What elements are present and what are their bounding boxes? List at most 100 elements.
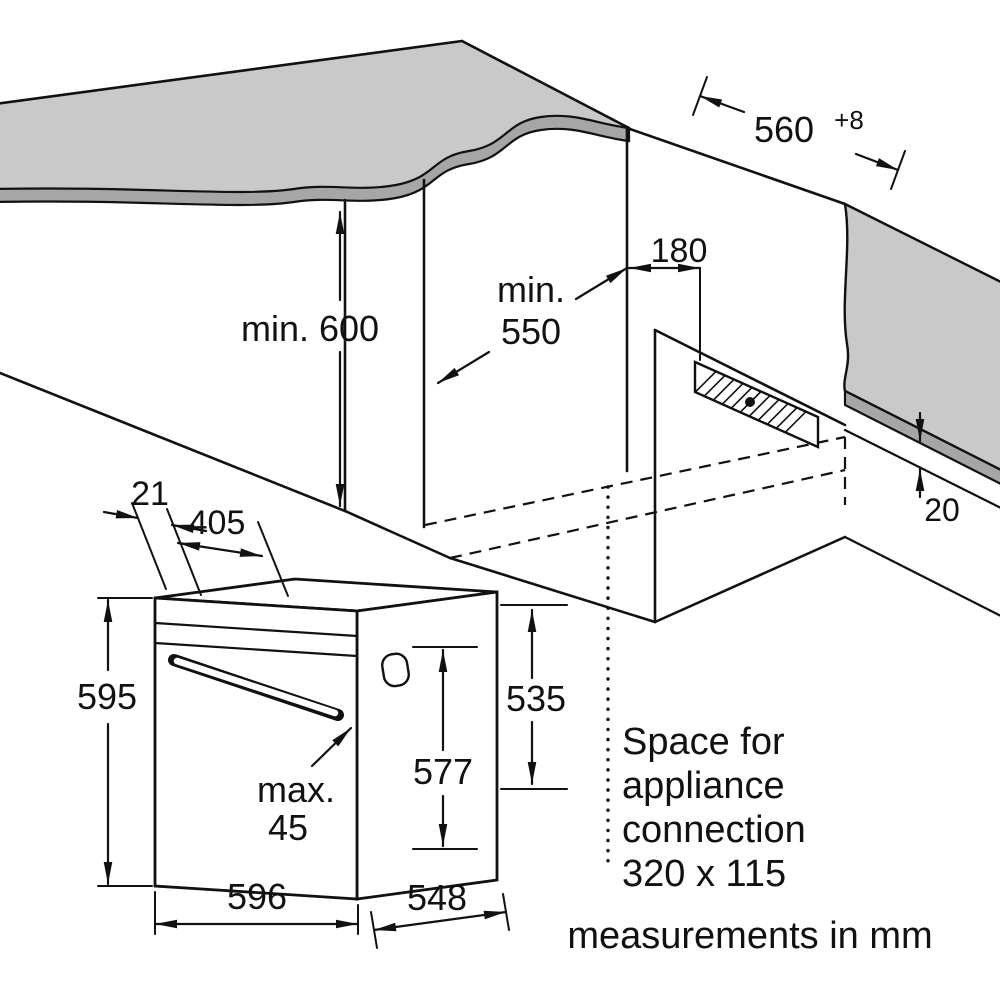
arrowhead bbox=[239, 548, 262, 557]
countertop-right-band bbox=[843, 389, 1000, 485]
dim-535: 535 bbox=[500, 604, 568, 790]
hatch-line bbox=[757, 398, 780, 421]
dim-21-witness-a bbox=[131, 502, 167, 590]
dim-405: 405 bbox=[176, 504, 289, 597]
arrowhead bbox=[915, 469, 925, 491]
dim-550-label: 550 bbox=[501, 311, 561, 352]
dim-min-600: min. 600 bbox=[241, 210, 379, 508]
hidden-floor-edge-1 bbox=[424, 435, 846, 527]
dim-600-label: min. 600 bbox=[241, 308, 379, 349]
arrowhead bbox=[115, 509, 138, 519]
countertop-back-edge bbox=[0, 39, 464, 105]
dim-548-label: 548 bbox=[407, 877, 467, 918]
arrowhead bbox=[332, 728, 351, 747]
connection-point-dot bbox=[745, 397, 755, 407]
dim-577-label: 577 bbox=[413, 751, 473, 792]
arrowhead bbox=[483, 910, 506, 920]
oven-handle-inner bbox=[173, 657, 339, 717]
dim-21: 21 bbox=[102, 475, 208, 596]
countertop-right-surface bbox=[843, 201, 1000, 471]
countertop-end-edge bbox=[460, 39, 631, 130]
arrowhead bbox=[103, 600, 113, 622]
dim-595-label: 595 bbox=[77, 676, 137, 717]
arrowhead bbox=[438, 367, 460, 383]
dim-560-tolerance-label: +8 bbox=[834, 105, 864, 135]
arrowhead bbox=[678, 263, 700, 273]
arrowhead bbox=[103, 862, 113, 884]
dim-405-label: 405 bbox=[189, 504, 246, 542]
oven-front-face bbox=[153, 596, 359, 901]
arrowhead bbox=[605, 268, 627, 284]
oven bbox=[153, 577, 499, 901]
arrowhead bbox=[915, 419, 925, 441]
hatch-line bbox=[694, 370, 717, 393]
dim-405-witness bbox=[257, 521, 289, 597]
arrowhead bbox=[700, 96, 723, 108]
arrowhead bbox=[336, 919, 358, 929]
niche-top-edge bbox=[625, 126, 847, 206]
hatch-line bbox=[730, 386, 753, 409]
dim-180-label: 180 bbox=[651, 232, 708, 270]
dim-21-witness-b bbox=[166, 508, 202, 596]
hatch-line bbox=[712, 378, 735, 401]
dim-max-45: max. 45 bbox=[257, 726, 353, 848]
arrowhead bbox=[155, 919, 177, 929]
connection-note: Space for appliance connection 320 x 115 bbox=[606, 485, 806, 895]
connection-area bbox=[693, 360, 820, 449]
note-line-3: connection bbox=[622, 809, 806, 851]
hatch-line bbox=[703, 374, 726, 397]
door-top-line bbox=[153, 641, 359, 658]
cabinet-bottom-edge-right bbox=[843, 535, 1000, 617]
wall-line bbox=[843, 428, 1000, 509]
countertop-left bbox=[0, 39, 631, 207]
note-line-4: 320 x 115 bbox=[622, 853, 786, 895]
dim-180: 180 bbox=[627, 232, 708, 361]
dim-20: 20 bbox=[915, 411, 960, 528]
hatch-line bbox=[766, 403, 789, 425]
arrowhead bbox=[527, 762, 537, 784]
arrowhead bbox=[438, 650, 448, 672]
dim-596: 596 bbox=[153, 876, 360, 935]
arrowhead bbox=[172, 524, 195, 534]
dim-577: 577 bbox=[412, 646, 478, 850]
countertop-surface bbox=[0, 41, 629, 192]
arrowhead bbox=[178, 542, 201, 551]
dim-550-min-label: min. bbox=[497, 269, 565, 310]
dim-21-label: 21 bbox=[131, 475, 169, 513]
oven-side-face bbox=[355, 590, 499, 901]
connection-area-hatching bbox=[694, 370, 807, 433]
dim-560-label: 560 bbox=[754, 109, 814, 150]
arrowhead bbox=[335, 212, 345, 234]
dim-595: 595 bbox=[77, 597, 153, 887]
side-grip-slot bbox=[381, 652, 410, 688]
dim-45-label: 45 bbox=[268, 807, 308, 848]
hidden-floor-edge-2 bbox=[449, 468, 846, 560]
dim-45-max-label: max. bbox=[257, 769, 335, 810]
countertop-edge-band bbox=[0, 114, 631, 207]
back-wall-top-edge bbox=[653, 328, 847, 427]
cabinet-bottom-edge bbox=[653, 535, 847, 624]
dim-548-line bbox=[372, 910, 508, 932]
arrowhead bbox=[438, 824, 448, 846]
arrowhead bbox=[875, 158, 898, 170]
note-line-1: Space for bbox=[622, 721, 785, 763]
note-line-2: appliance bbox=[622, 765, 785, 807]
dim-min-550: min. 550 bbox=[436, 266, 629, 385]
control-panel-line bbox=[153, 621, 359, 638]
dim-560: 560 +8 bbox=[692, 76, 906, 190]
dim-596-label: 596 bbox=[227, 876, 287, 917]
arrowhead bbox=[374, 922, 397, 932]
footer-units-note: measurements in mm bbox=[567, 915, 932, 957]
connection-area-outline bbox=[693, 360, 820, 449]
plinth-line bbox=[0, 371, 452, 560]
hatch-line bbox=[775, 407, 798, 429]
hatch-line bbox=[748, 394, 771, 417]
hatch-line bbox=[784, 411, 807, 433]
arrowhead bbox=[629, 263, 651, 273]
dim-20-label: 20 bbox=[924, 492, 960, 528]
countertop-right bbox=[843, 201, 1000, 509]
dim-548: 548 bbox=[370, 877, 510, 949]
arrowhead bbox=[335, 484, 345, 506]
